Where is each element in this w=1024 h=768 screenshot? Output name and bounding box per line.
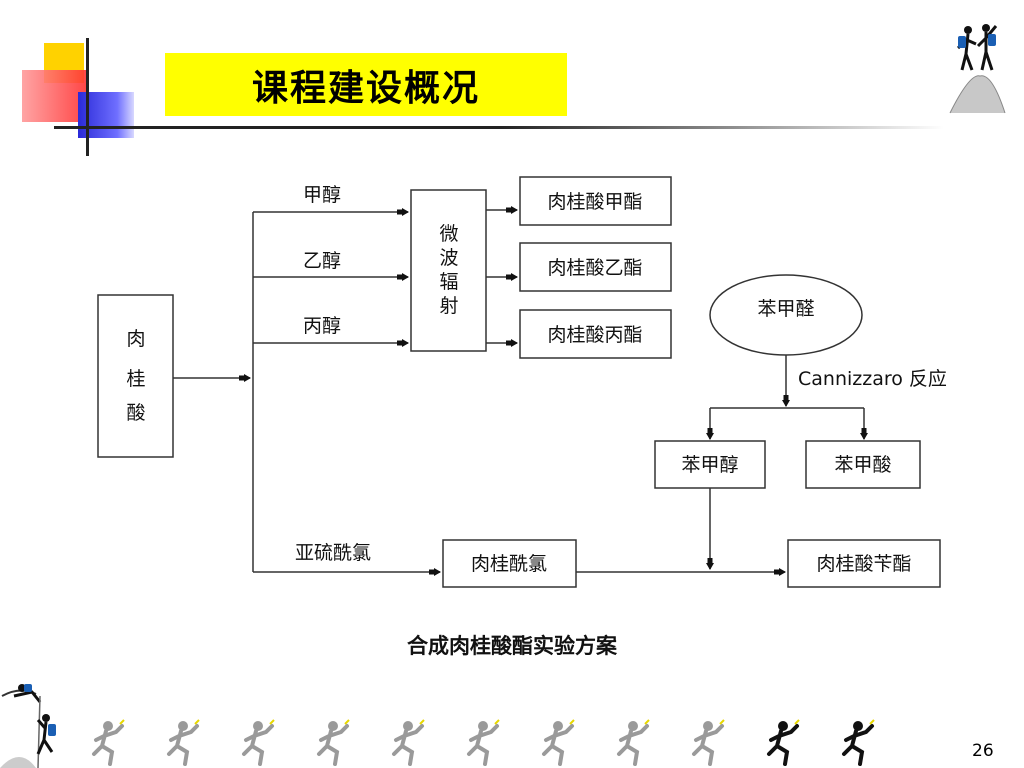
label-benzoic-acid: 苯甲酸 [834, 454, 891, 476]
running-figure-icon [617, 719, 650, 766]
box-microwave [410, 189, 487, 352]
running-figure-icon [467, 719, 500, 766]
label-ester-3: 肉桂酸丙酯 [547, 324, 642, 346]
label-final-ester: 肉桂酸苄酯 [816, 553, 911, 575]
label-ethanol: 乙醇 [303, 250, 341, 272]
label-benzyl-alcohol: 苯甲醇 [681, 454, 738, 476]
label-acyl-chloride: 肉桂酰氯 [471, 553, 547, 575]
box-acyl-chloride [442, 539, 577, 588]
climber-icon [0, 684, 56, 768]
label-ester-1: 肉桂酸甲酯 [547, 191, 642, 213]
running-figure-icon [767, 719, 800, 766]
box-ester-3 [519, 309, 672, 359]
label-microwave-2: 波 [439, 247, 458, 269]
running-figure-icon [317, 719, 350, 766]
label-propanol: 丙醇 [303, 315, 341, 337]
label-microwave-3: 辐 [439, 271, 458, 293]
label-reaction: Cannizzaro 反应 [798, 368, 947, 390]
running-figure-icon [692, 719, 725, 766]
running-figure-icon [392, 719, 425, 766]
footer-figures [92, 719, 875, 766]
title-box: 课程建设概况 [165, 53, 567, 116]
box-ester-1 [519, 176, 672, 226]
label-thionyl: 亚硫酰氯 [295, 542, 371, 564]
running-figure-icon [542, 719, 575, 766]
decor-vertical-line [86, 38, 89, 156]
label-benzaldehyde: 苯甲醛 [757, 298, 814, 320]
running-figure-icon [242, 719, 275, 766]
diagram-caption: 合成肉桂酸酯实验方案 [407, 633, 617, 658]
running-figure-icon [92, 719, 125, 766]
box-cinnamic-acid [97, 294, 174, 458]
running-figure-icon [167, 719, 200, 766]
box-ester-2 [519, 242, 672, 292]
label-cinnamic-acid-2: 桂 [126, 368, 145, 390]
decor-horizontal-line [54, 126, 944, 129]
decor-red-square [22, 70, 88, 122]
label-microwave-1: 微 [439, 223, 458, 245]
climbers-icon [949, 24, 1006, 114]
page-number: 26 [972, 741, 994, 761]
box-benzoic-acid [805, 440, 921, 489]
label-ester-2: 肉桂酸乙酯 [547, 257, 642, 279]
running-figure-icon [842, 719, 875, 766]
label-methanol: 甲醇 [303, 184, 341, 206]
label-cinnamic-acid-1: 肉 [126, 328, 145, 350]
label-cinnamic-acid-3: 酸 [126, 402, 145, 424]
box-final-ester [787, 539, 941, 588]
label-microwave-4: 射 [439, 295, 458, 317]
page-title: 课程建设概况 [251, 67, 480, 109]
